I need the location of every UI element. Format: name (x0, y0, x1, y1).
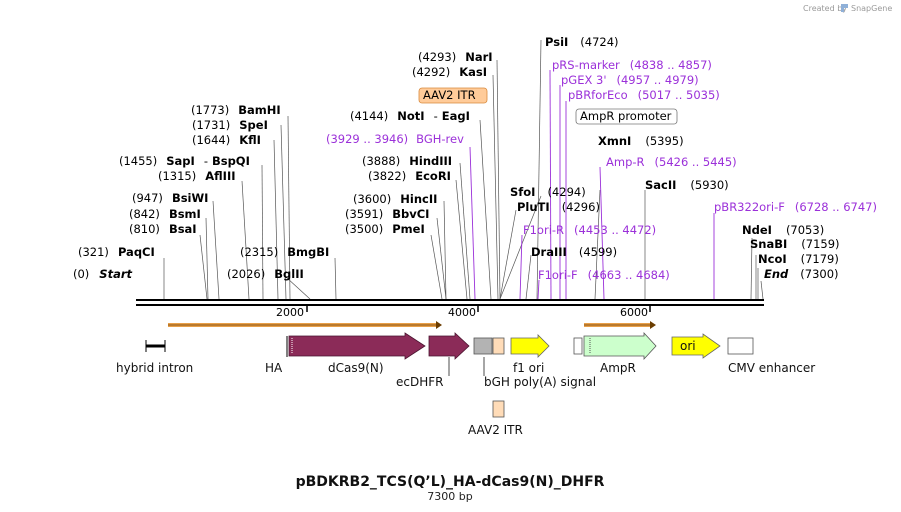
primer-leader-lines (469, 69, 715, 300)
aav2-itr-box-right (492, 337, 505, 355)
tick-6000: 6000 (620, 306, 648, 319)
cmv-enhancer-box (727, 337, 754, 355)
site-bglii: (2026)BglII (227, 267, 304, 281)
site-draiii: DraIII(4599) (531, 245, 617, 259)
bgh-polya-box (473, 337, 493, 355)
plasmid-title: pBDKRB2_TCS(Q’L)_HA-dCas9(N)_DHFR (296, 474, 605, 490)
site-sapi-bspqi: (1455)SapI-BspQI (119, 154, 250, 168)
ampr-promoter-tag (575, 108, 678, 125)
tick-2000: 2000 (276, 306, 304, 319)
aav2-itr-tag-label: AAV2 ITR (423, 88, 476, 102)
span-bar-2 (584, 321, 656, 329)
dcas9n-arrow (288, 332, 426, 360)
primer-pbrforeco: pBRforEco(5017 .. 5035) (568, 88, 720, 102)
tick-4000: 4000 (448, 306, 476, 319)
primer-pgex3: pGEX 3'(4957 .. 4979) (561, 73, 699, 87)
plasmid-size: 7300 bp (427, 490, 472, 503)
primer-pbr322ori-f: pBR322ori-F(6728 .. 6747) (714, 200, 877, 214)
ampr-promoter-tag-label: AmpR promoter (580, 109, 672, 123)
ampr-label: AmpR (600, 361, 636, 375)
ha-label: HA (265, 361, 283, 375)
site-bsiwi: (947)BsiWI (132, 191, 208, 205)
scale-ticks (306, 306, 651, 312)
site-xmni: XmnI(5395) (598, 134, 684, 148)
primer-amp-r: Amp-R(5426 .. 5445) (606, 155, 737, 169)
snapgene-brand: SnapGene (851, 4, 892, 13)
cmv-enhancer-label: CMV enhancer (728, 361, 815, 375)
site-spei: (1731)SpeI (192, 118, 268, 132)
site-psii: PsiI(4724) (545, 35, 619, 49)
site-bmgbi: (2315)BmgBI (240, 245, 329, 259)
site-kasi: (4292)KasI (412, 65, 487, 79)
ampr-arrow (583, 331, 657, 361)
site-bbvci: (3591)BbvCI (345, 207, 429, 221)
site-snabi: SnaBI(7159) (750, 237, 840, 251)
site-hindiii: (3888)HindIII (362, 154, 452, 168)
site-bamhi: (1773)BamHI (191, 103, 281, 117)
site-ndei: NdeI(7053) (742, 223, 824, 237)
site-paqci: (321)PaqCI (78, 245, 155, 259)
f1-ori-label: f1 ori (513, 361, 544, 375)
created-by-label: Created by (803, 4, 847, 13)
site-noti-eagi: (4144)NotI-EagI (350, 109, 470, 123)
ori-arrow (671, 333, 721, 359)
dcas9n-label: dCas9(N) (328, 361, 384, 375)
aav2-itr-tag (418, 87, 488, 104)
site-pmei: (3500)PmeI (345, 222, 425, 236)
hybrid-intron-label: hybrid intron (116, 361, 193, 375)
primer-bgh-rev: (3929 .. 3946)BGH-rev (326, 132, 464, 146)
ecdhfr-label: ecDHFR (396, 375, 443, 389)
ecdhfr-arrow (428, 332, 470, 360)
primer-prs-marker: pRS-marker(4838 .. 4857) (552, 58, 712, 72)
primer-f1ori-r: F1ori-R(4453 .. 4472) (523, 223, 656, 237)
site-sfoi: SfoI(4294) (510, 185, 586, 199)
aav2-itr-label: AAV2 ITR (468, 423, 523, 437)
site-bsai: (810)BsaI (129, 222, 197, 236)
site-hincii: (3600)HincII (353, 192, 437, 206)
site-nari: (4293)NarI (418, 50, 493, 64)
span-bar-1 (168, 321, 442, 329)
site-kfli: (1644)KflI (192, 133, 261, 147)
backbone-bottom (136, 304, 764, 306)
f1-ori-arrow (510, 334, 550, 358)
site-ecori: (3822)EcoRI (368, 169, 451, 183)
backbone-top (136, 299, 764, 301)
site-bsmi: (842)BsmI (129, 207, 201, 221)
snapgene-logo-icon (841, 4, 848, 12)
aav2-itr-box-lower (492, 400, 505, 418)
hybrid-intron-feature (145, 340, 166, 352)
ori-label: ori (680, 339, 696, 353)
site-start: (0)Start (73, 267, 133, 281)
site-afliii: (1315)AflIII (158, 169, 236, 183)
primer-f1ori-f: F1ori-F(4663 .. 4684) (538, 268, 670, 282)
site-end: End(7300) (764, 267, 839, 281)
leader-lines (163, 39, 764, 300)
site-pluti: PluTI(4296) (517, 200, 600, 214)
site-ncoi: NcoI(7179) (758, 252, 839, 266)
site-sacii: SacII(5930) (645, 178, 729, 192)
bgh-polya-label: bGH poly(A) signal (484, 375, 596, 389)
ampr-promoter-box (573, 337, 583, 355)
